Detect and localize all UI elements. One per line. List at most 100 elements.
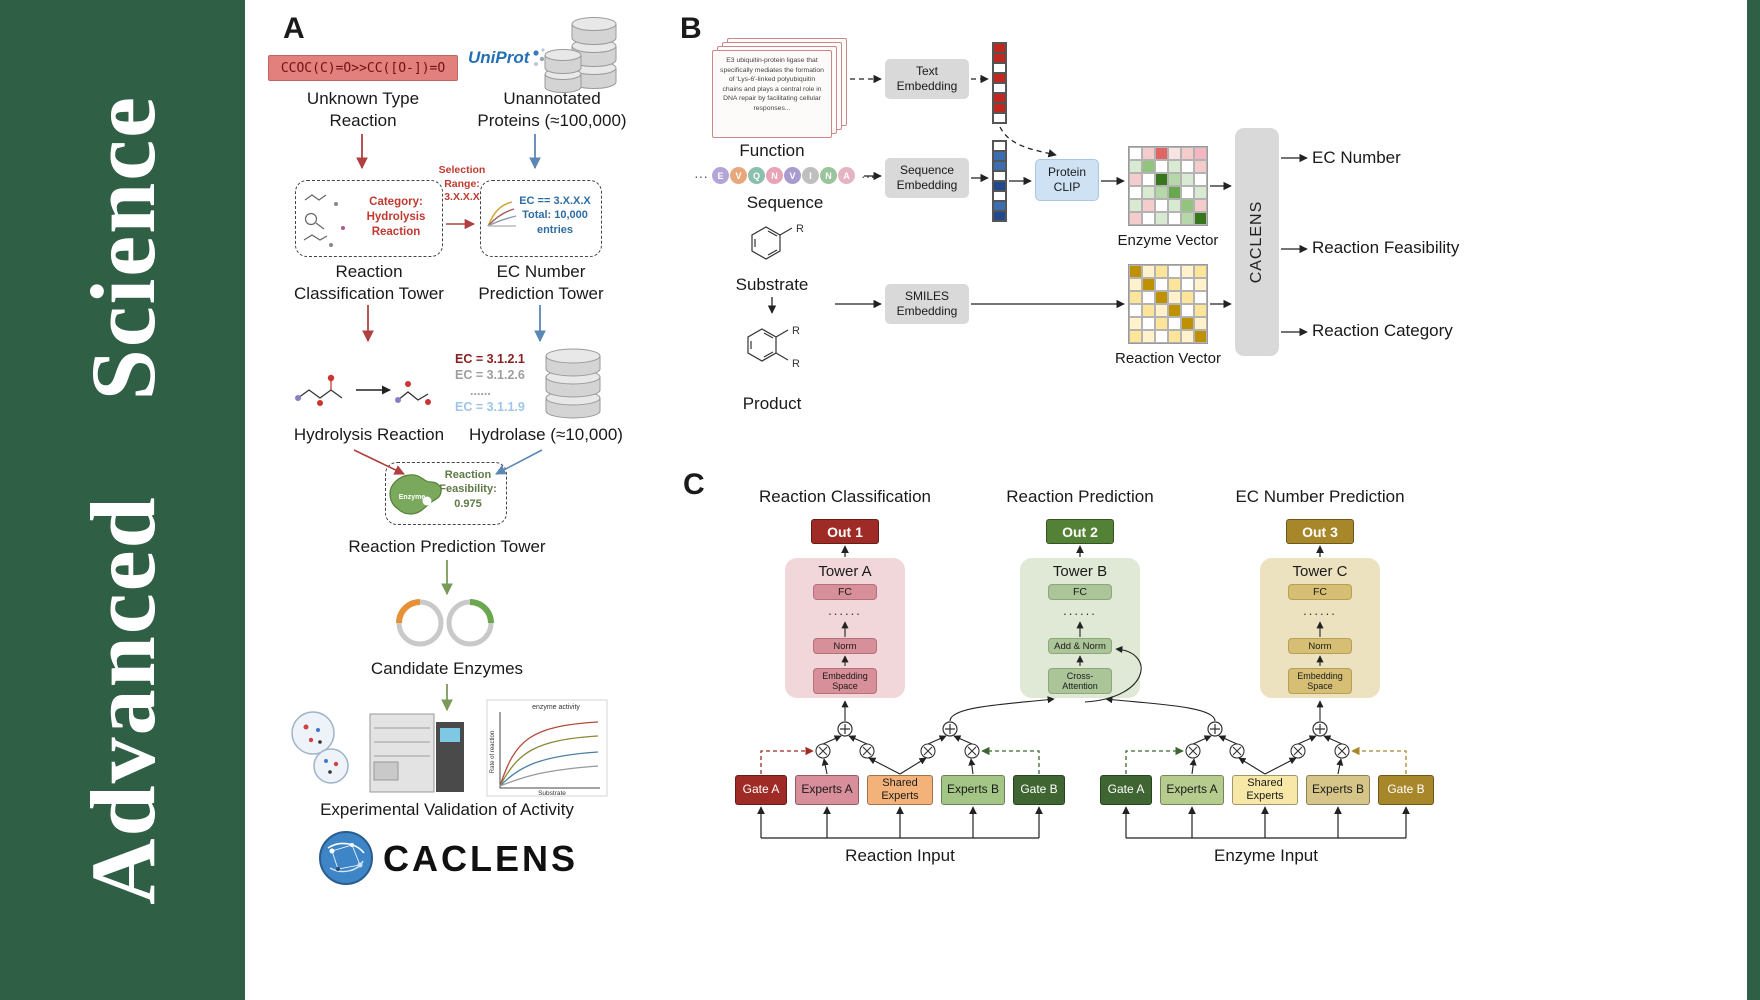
vector-cell [1155, 199, 1168, 212]
vector-cell [1129, 304, 1142, 317]
gate-b-reaction: Gate B [1013, 775, 1065, 805]
column-title-reaction-prediction: Reaction Prediction [1006, 487, 1154, 506]
hydrolase-label: Hydrolase (≈10,000) [469, 425, 623, 444]
vector-cell [1155, 304, 1168, 317]
vector-cell [993, 141, 1006, 151]
vector-cell [1168, 147, 1181, 160]
vector-cell [1129, 147, 1142, 160]
product-label: Product [742, 394, 802, 413]
vector-cell [1129, 317, 1142, 330]
sequence-residues: E V Q N V I N A [712, 167, 856, 184]
category-label: Category: Hydrolysis Reaction [366, 196, 426, 238]
vector-cell [1155, 147, 1168, 160]
vector-cell [993, 171, 1006, 181]
vector-cell [1181, 212, 1194, 225]
vector-cell [1194, 212, 1207, 225]
experts-a-enzyme: Experts A [1160, 775, 1224, 805]
tower-a-embedding-space: Embedding Space [813, 668, 877, 694]
vector-cell [993, 63, 1006, 73]
ec-tower-label: EC Number Prediction Tower [478, 262, 604, 304]
vector-cell [1142, 212, 1155, 225]
vector-cell [1129, 212, 1142, 225]
gate-b-reaction-arrow [981, 746, 1040, 774]
panel-c-label: C [683, 468, 705, 501]
vector-cell [1142, 304, 1155, 317]
sequence-embedding-box: Sequence Embedding [885, 158, 969, 198]
acetate-molecule [395, 381, 431, 405]
output-reaction-feasibility: Reaction Feasibility [1312, 238, 1460, 257]
vector-cell [1181, 278, 1194, 291]
vector-cell [1129, 291, 1142, 304]
vector-cell [1168, 199, 1181, 212]
vector-cell [1168, 304, 1181, 317]
enzyme-vector-matrix [1128, 146, 1208, 226]
tower-c-title: Tower C [1292, 563, 1348, 580]
vector-cell [1142, 160, 1155, 173]
uniprot-dots-icon [533, 48, 545, 66]
vector-cell [1168, 173, 1181, 186]
reaction-classification-box [295, 180, 443, 257]
classification-tower-label: Reaction Classification Tower [294, 262, 444, 304]
selection-range-label: Selection Range: 3.X.X.X [438, 164, 486, 204]
residue-circle: A [838, 167, 855, 184]
vector-cell [1155, 291, 1168, 304]
smiles-embedding-box: SMILES Embedding [885, 284, 969, 324]
product-nodes [815, 743, 1350, 759]
panel-a-label: A [283, 12, 305, 45]
gate-a-enzyme-arrow [1125, 746, 1184, 774]
vector-cell [1168, 291, 1181, 304]
validation-label: Experimental Validation of Activity [320, 800, 574, 819]
residue-circle: N [820, 167, 837, 184]
vector-cell [1194, 317, 1207, 330]
vector-cell [1142, 278, 1155, 291]
vector-cell [1181, 330, 1194, 343]
reaction-vector-matrix [1128, 264, 1208, 344]
ec-item-4: EC = 3.1.1.9 [455, 400, 525, 414]
reaction-vector-label: Reaction Vector [1115, 350, 1221, 367]
caclens-module-label: CACLENS [1248, 200, 1265, 284]
vector-cell [993, 181, 1006, 191]
sequence-ellipsis-right: ··· [861, 168, 875, 184]
vector-cell [1129, 199, 1142, 212]
vector-cell [1168, 330, 1181, 343]
sequence-ellipsis-left: ··· [694, 168, 708, 184]
vector-cell [993, 73, 1006, 83]
vector-cell [1168, 160, 1181, 173]
vector-cell [1129, 330, 1142, 343]
tower-a: Tower A FC ...... Norm Embedding Space [785, 558, 905, 698]
vector-cell [1142, 317, 1155, 330]
enzyme-input-label: Enzyme Input [1214, 846, 1318, 865]
vector-cell [993, 53, 1006, 63]
vector-cell [1194, 291, 1207, 304]
vector-cell [993, 201, 1006, 211]
vector-cell [1194, 304, 1207, 317]
right-edge-strip [1747, 0, 1760, 1000]
vector-cell [1129, 186, 1142, 199]
vector-cell [1168, 265, 1181, 278]
vector-cell [1142, 291, 1155, 304]
prediction-tower-label: Reaction Prediction Tower [348, 537, 546, 556]
shared-experts-enzyme: Shared Experts [1232, 775, 1298, 805]
feasibility-label: Reaction Feasibility: 0.975 [439, 469, 497, 510]
gate-b-enzyme: Gate B [1378, 775, 1434, 805]
sum-nodes [837, 721, 1328, 737]
journal-title: Advanced Science [71, 95, 174, 905]
out-3-box: Out 3 [1286, 519, 1354, 544]
ec-item-1: EC = 3.1.2.1 [455, 352, 525, 366]
substrate-r-label: R [796, 223, 804, 235]
enzyme-vector-label: Enzyme Vector [1117, 232, 1219, 249]
moe-routing-lines [821, 696, 1344, 775]
activity-plot: enzyme activity Substrate Rate of reacti… [486, 699, 608, 797]
vector-cell [1181, 186, 1194, 199]
tower-c-dots: ...... [1303, 603, 1337, 618]
journal-sidebar: Advanced Science [0, 0, 245, 1000]
tower-b-cross-attention: Cross- Attention [1048, 668, 1112, 694]
residue-circle: E [712, 167, 729, 184]
residue-circle: I [802, 167, 819, 184]
tower-c-fc: FC [1288, 584, 1352, 600]
vector-cell [1181, 265, 1194, 278]
residue-circle: V [784, 167, 801, 184]
vector-cell [993, 93, 1006, 103]
residue-circle: Q [748, 167, 765, 184]
out-1-box: Out 1 [811, 519, 879, 544]
